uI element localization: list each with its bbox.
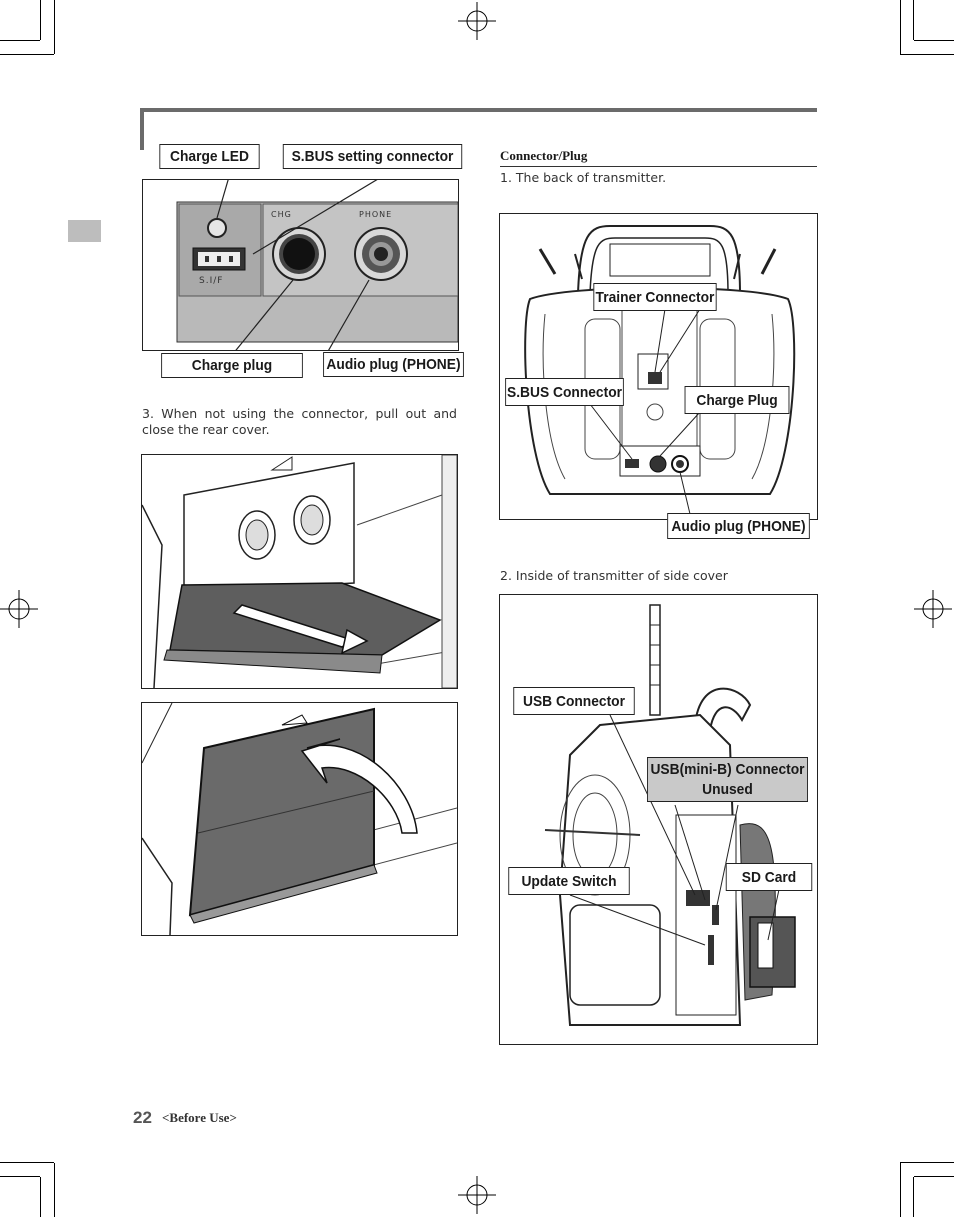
panel-sif-text: S.I/F bbox=[199, 276, 224, 286]
usb-mini-b-line1: USB(mini-B) Connector bbox=[650, 760, 805, 778]
close-cover-figure bbox=[141, 702, 458, 936]
crop-mark bbox=[54, 1163, 55, 1217]
crop-mark bbox=[900, 0, 901, 54]
page-number: 22 bbox=[133, 1108, 152, 1127]
crop-mark bbox=[40, 1177, 41, 1217]
registration-mark-icon bbox=[914, 590, 952, 628]
crop-mark bbox=[40, 0, 41, 40]
header-rule bbox=[140, 108, 817, 112]
update-switch-label: Update Switch bbox=[508, 867, 630, 895]
panel-chg-text: CHG bbox=[271, 210, 292, 219]
usb-connector-label: USB Connector bbox=[513, 687, 635, 715]
crop-mark bbox=[0, 40, 40, 41]
crop-mark bbox=[900, 1162, 954, 1163]
crop-mark bbox=[900, 1163, 901, 1217]
usb-mini-b-connector-label: USB(mini-B) Connector Unused bbox=[647, 757, 808, 802]
step1-text: 1. The back of transmitter. bbox=[500, 170, 667, 185]
trainer-connector-label: Trainer Connector bbox=[593, 283, 717, 311]
crop-mark bbox=[0, 54, 54, 55]
audio-plug-label: Audio plug (PHONE) bbox=[323, 352, 464, 377]
crop-mark bbox=[914, 1176, 954, 1177]
charge-led-label: Charge LED bbox=[159, 144, 260, 169]
section-title: Connector/Plug bbox=[500, 148, 817, 167]
crop-mark bbox=[0, 1162, 54, 1163]
transmitter-back-figure bbox=[499, 213, 818, 520]
usb-mini-b-line2: Unused bbox=[702, 780, 753, 798]
step2-text: 2. Inside of transmitter of side cover bbox=[500, 568, 728, 583]
sbus-connector-label: S.BUS Connector bbox=[505, 378, 624, 406]
panel-phone-text: PHONE bbox=[359, 210, 393, 219]
audio-plug-back-label: Audio plug (PHONE) bbox=[667, 513, 810, 539]
connector-panel-figure: CHG PHONE S.I/F bbox=[142, 179, 459, 351]
crop-mark bbox=[913, 1177, 914, 1217]
charge-plug-label: Charge plug bbox=[161, 353, 303, 378]
registration-mark-icon bbox=[0, 590, 38, 628]
header-rule-vertical bbox=[140, 108, 144, 150]
sd-card-label: SD Card bbox=[725, 863, 813, 891]
crop-mark bbox=[900, 54, 954, 55]
transmitter-side-figure bbox=[499, 594, 818, 1045]
crop-mark bbox=[913, 0, 914, 40]
crop-mark bbox=[54, 0, 55, 54]
open-cover-figure bbox=[141, 454, 458, 689]
charge-plug-back-label: Charge Plug bbox=[684, 386, 790, 414]
crop-mark bbox=[0, 1176, 40, 1177]
registration-mark-icon bbox=[458, 2, 496, 40]
step3-text: 3. When not using the connector, pull ou… bbox=[142, 406, 457, 437]
footer-section: <Before Use> bbox=[162, 1110, 237, 1125]
side-tab bbox=[68, 220, 101, 242]
registration-mark-icon bbox=[458, 1176, 496, 1214]
crop-mark bbox=[914, 40, 954, 41]
sbus-setting-connector-label: S.BUS setting connector bbox=[282, 144, 463, 169]
